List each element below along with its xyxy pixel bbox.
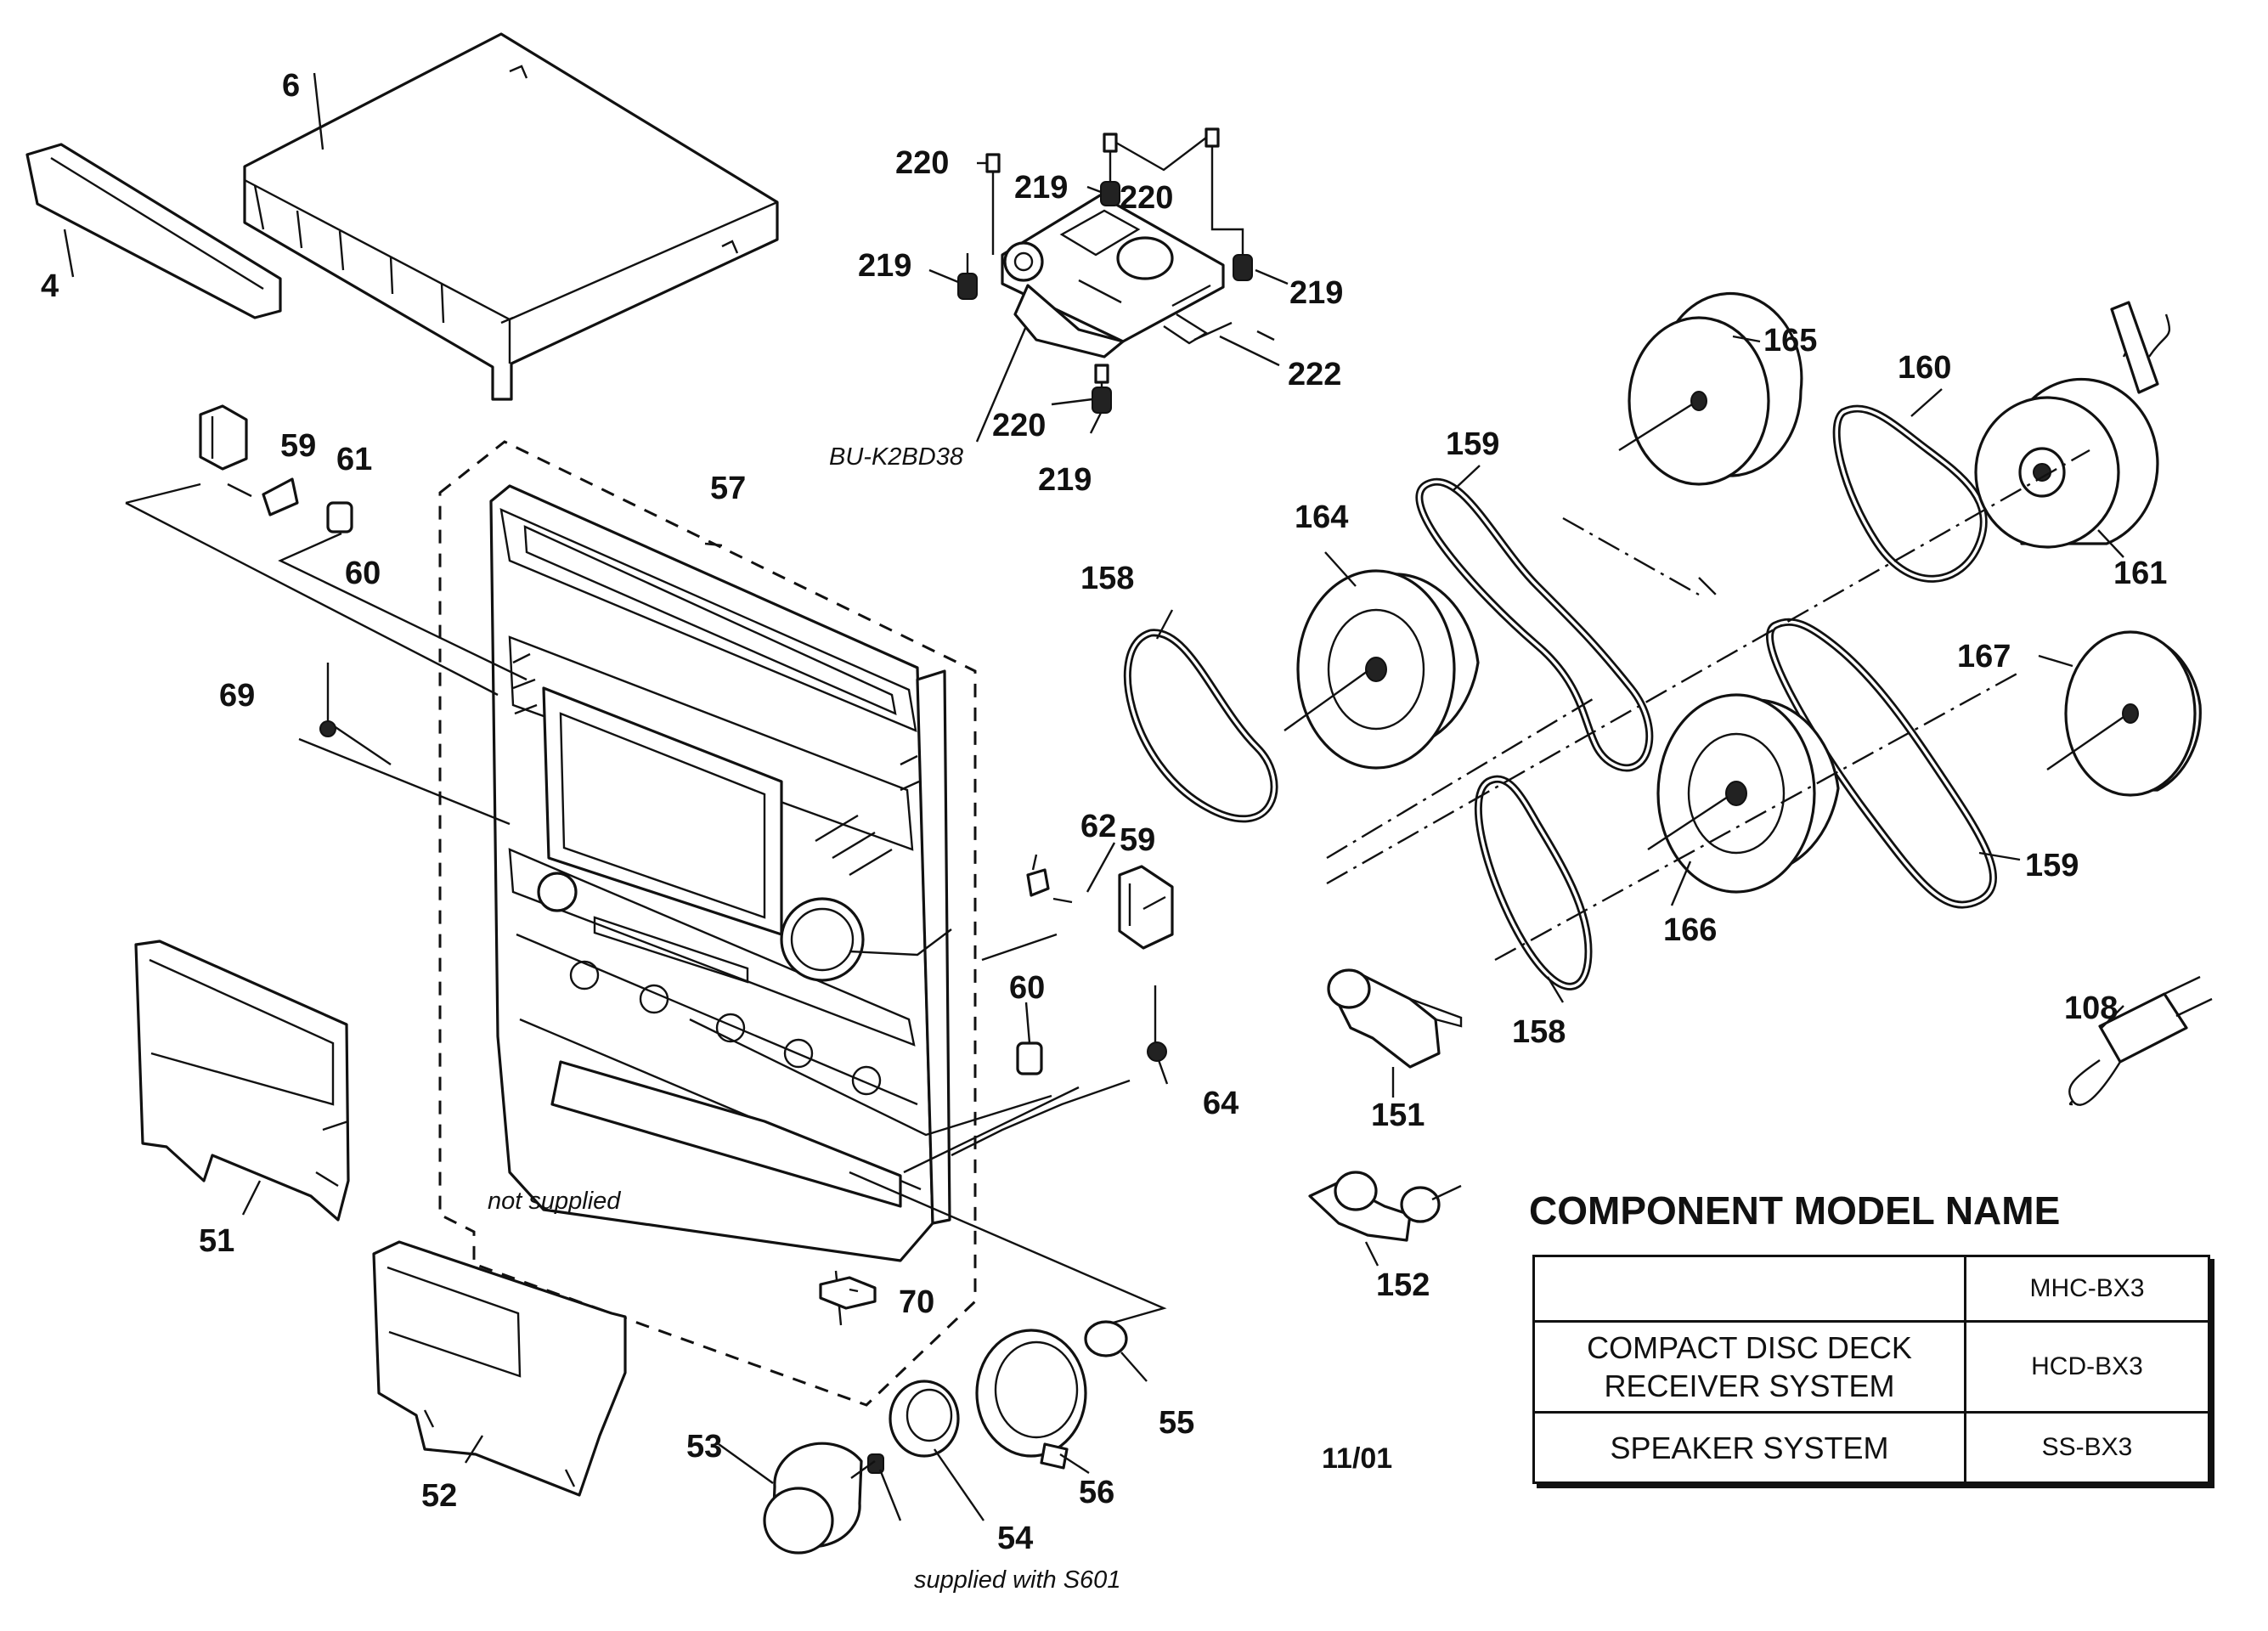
label-part-161: 161 — [2113, 556, 2168, 591]
label-part-219-left: 219 — [858, 248, 912, 284]
component-model-title: COMPONENT MODEL NAME — [1529, 1188, 2061, 1233]
left-side-panel-drawing — [134, 940, 350, 1222]
model-cell: MHC-BX3 — [1964, 1255, 2210, 1323]
component-cell — [1532, 1255, 1966, 1323]
label-part-53: 53 — [686, 1429, 723, 1465]
table-row: SPEAKER SYSTEM SS-BX3 — [1532, 1411, 2210, 1484]
flywheels-drawing — [1284, 291, 2202, 894]
label-part-151: 151 — [1371, 1098, 1425, 1133]
volume-knob-assembly-drawing — [763, 1320, 1128, 1555]
top-trim-bar-drawing — [25, 143, 282, 319]
label-part-158-left: 158 — [1080, 561, 1135, 596]
screws-and-insulators-drawing — [957, 127, 1275, 414]
model-cell: HCD-BX3 — [1964, 1320, 2210, 1414]
front-panel-assembly-outline — [438, 440, 977, 1407]
drive-belts-drawing — [1123, 404, 1998, 990]
date-code: 11/01 — [1322, 1442, 1393, 1475]
front-panel-leader-lines — [125, 483, 1167, 1327]
label-part-159-bottom: 159 — [2025, 848, 2079, 883]
supplied-with-note: supplied with S601 — [914, 1566, 1121, 1594]
power-cord-drawing — [2068, 975, 2213, 1106]
table-row: MHC-BX3 — [1532, 1255, 2210, 1323]
model-cell: SS-BX3 — [1964, 1411, 2210, 1484]
label-part-220-bottom: 220 — [992, 408, 1047, 443]
component-cell: SPEAKER SYSTEM — [1532, 1411, 1966, 1484]
label-part-62: 62 — [1080, 809, 1117, 844]
top-cover-drawing — [243, 32, 779, 401]
left-hinge-parts-drawing — [199, 404, 353, 737]
front-panel-drawing — [489, 484, 951, 1262]
label-part-108: 108 — [2064, 990, 2118, 1026]
foot-pad-drawing — [819, 1276, 877, 1310]
label-part-167: 167 — [1957, 639, 2011, 674]
label-part-70: 70 — [899, 1284, 935, 1320]
table-row: COMPACT DISC DECK RECEIVER SYSTEM HCD-BX… — [1532, 1320, 2210, 1414]
label-part-219-right: 219 — [1289, 275, 1344, 311]
label-part-51: 51 — [199, 1223, 235, 1259]
component-cell: COMPACT DISC DECK RECEIVER SYSTEM — [1532, 1320, 1966, 1414]
pinch-roller-assembly-drawing — [1308, 968, 1463, 1242]
label-part-54: 54 — [997, 1521, 1034, 1556]
label-part-159-top: 159 — [1446, 426, 1500, 462]
label-part-59-left: 59 — [280, 428, 317, 464]
label-part-69: 69 — [219, 678, 256, 714]
label-part-158-bottom: 158 — [1512, 1014, 1566, 1050]
number-leader-lines — [63, 72, 2124, 1521]
label-part-152: 152 — [1376, 1267, 1430, 1303]
label-part-60-right: 60 — [1009, 970, 1046, 1006]
label-part-61: 61 — [336, 442, 373, 477]
label-part-64: 64 — [1203, 1086, 1239, 1121]
label-part-60-left: 60 — [345, 556, 381, 591]
label-part-56: 56 — [1079, 1475, 1115, 1510]
not-supplied-note: not supplied — [488, 1188, 621, 1215]
label-part-165: 165 — [1763, 323, 1818, 358]
optical-unit-label: BU-K2BD38 — [829, 443, 963, 471]
label-part-166: 166 — [1663, 912, 1718, 948]
label-part-219-bottom: 219 — [1038, 462, 1092, 498]
label-part-6: 6 — [282, 68, 301, 104]
cd-mechanism-drawing — [975, 194, 1225, 443]
mechanism-centre-lines — [1326, 449, 2090, 962]
right-hinge-parts-drawing — [1016, 865, 1174, 1075]
label-part-4: 4 — [41, 268, 59, 304]
label-part-52: 52 — [421, 1478, 458, 1514]
label-part-55: 55 — [1159, 1405, 1195, 1441]
capstan-motor-drawing — [1974, 301, 2171, 549]
component-model-table: MHC-BX3 COMPACT DISC DECK RECEIVER SYSTE… — [1532, 1255, 2210, 1484]
right-side-panel-drawing — [372, 1240, 627, 1497]
label-part-219-top: 219 — [1014, 170, 1069, 206]
label-part-59-right: 59 — [1120, 822, 1156, 858]
label-part-220-top-right: 220 — [1120, 180, 1174, 216]
label-part-164: 164 — [1295, 499, 1349, 535]
label-part-220-top-left: 220 — [895, 145, 950, 181]
label-part-160: 160 — [1898, 350, 1952, 386]
label-part-222: 222 — [1288, 357, 1342, 392]
label-part-57: 57 — [710, 471, 747, 506]
